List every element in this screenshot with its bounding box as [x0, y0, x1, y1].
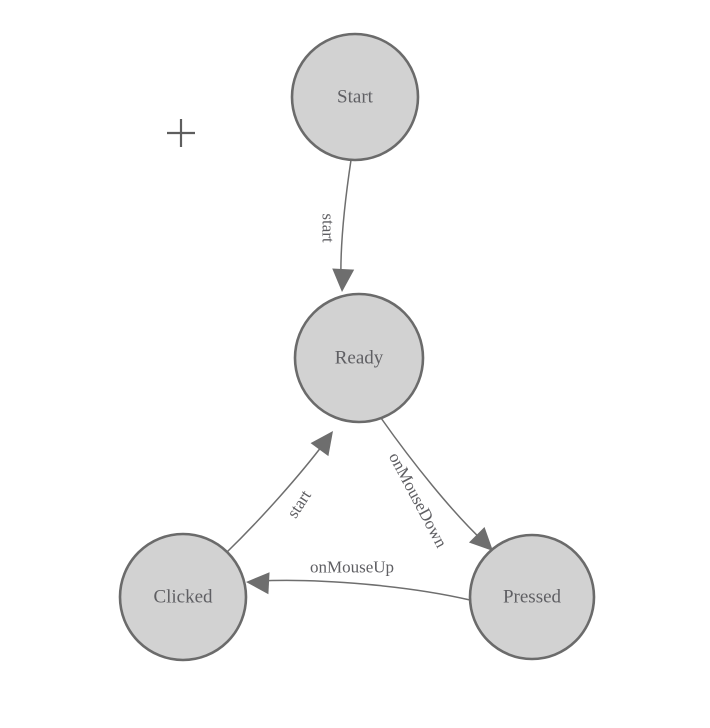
- node-pressed[interactable]: Pressed: [468, 533, 596, 661]
- edge-line: [226, 441, 326, 553]
- node-shape[interactable]: [468, 533, 596, 661]
- edge-label[interactable]: onMouseUp: [310, 558, 394, 577]
- edge-clicked-to-ready[interactable]: start: [226, 425, 342, 553]
- edge-label[interactable]: onMouseDown: [385, 449, 451, 551]
- edge-pressed-to-clicked[interactable]: onMouseUp: [245, 558, 471, 601]
- node-label: Ready: [335, 348, 384, 369]
- edge-label[interactable]: start: [319, 213, 338, 243]
- node-shape[interactable]: [118, 532, 248, 662]
- node-shape[interactable]: [293, 292, 425, 424]
- node-clicked[interactable]: Clicked: [118, 532, 248, 662]
- cursor-layer: [167, 119, 195, 147]
- edge-arrowhead: [310, 431, 333, 457]
- edge-arrowhead: [468, 526, 493, 551]
- edge-ready-to-pressed[interactable]: onMouseDown: [380, 417, 501, 559]
- edge-label[interactable]: start: [283, 486, 315, 521]
- edge-line: [257, 579, 471, 601]
- node-shape[interactable]: [290, 32, 420, 162]
- plus-crosshair-icon: [167, 119, 195, 147]
- edge-arrowhead: [246, 572, 270, 595]
- edge-arrowhead: [332, 268, 355, 292]
- edge-line: [380, 417, 485, 543]
- node-label: Clicked: [153, 587, 213, 608]
- node-label: Pressed: [503, 587, 562, 608]
- edge-line: [340, 159, 352, 282]
- edge-start-to-ready[interactable]: start: [319, 159, 355, 293]
- node-label: Start: [337, 87, 374, 108]
- node-ready[interactable]: Ready: [293, 292, 425, 424]
- node-start[interactable]: Start: [290, 32, 420, 162]
